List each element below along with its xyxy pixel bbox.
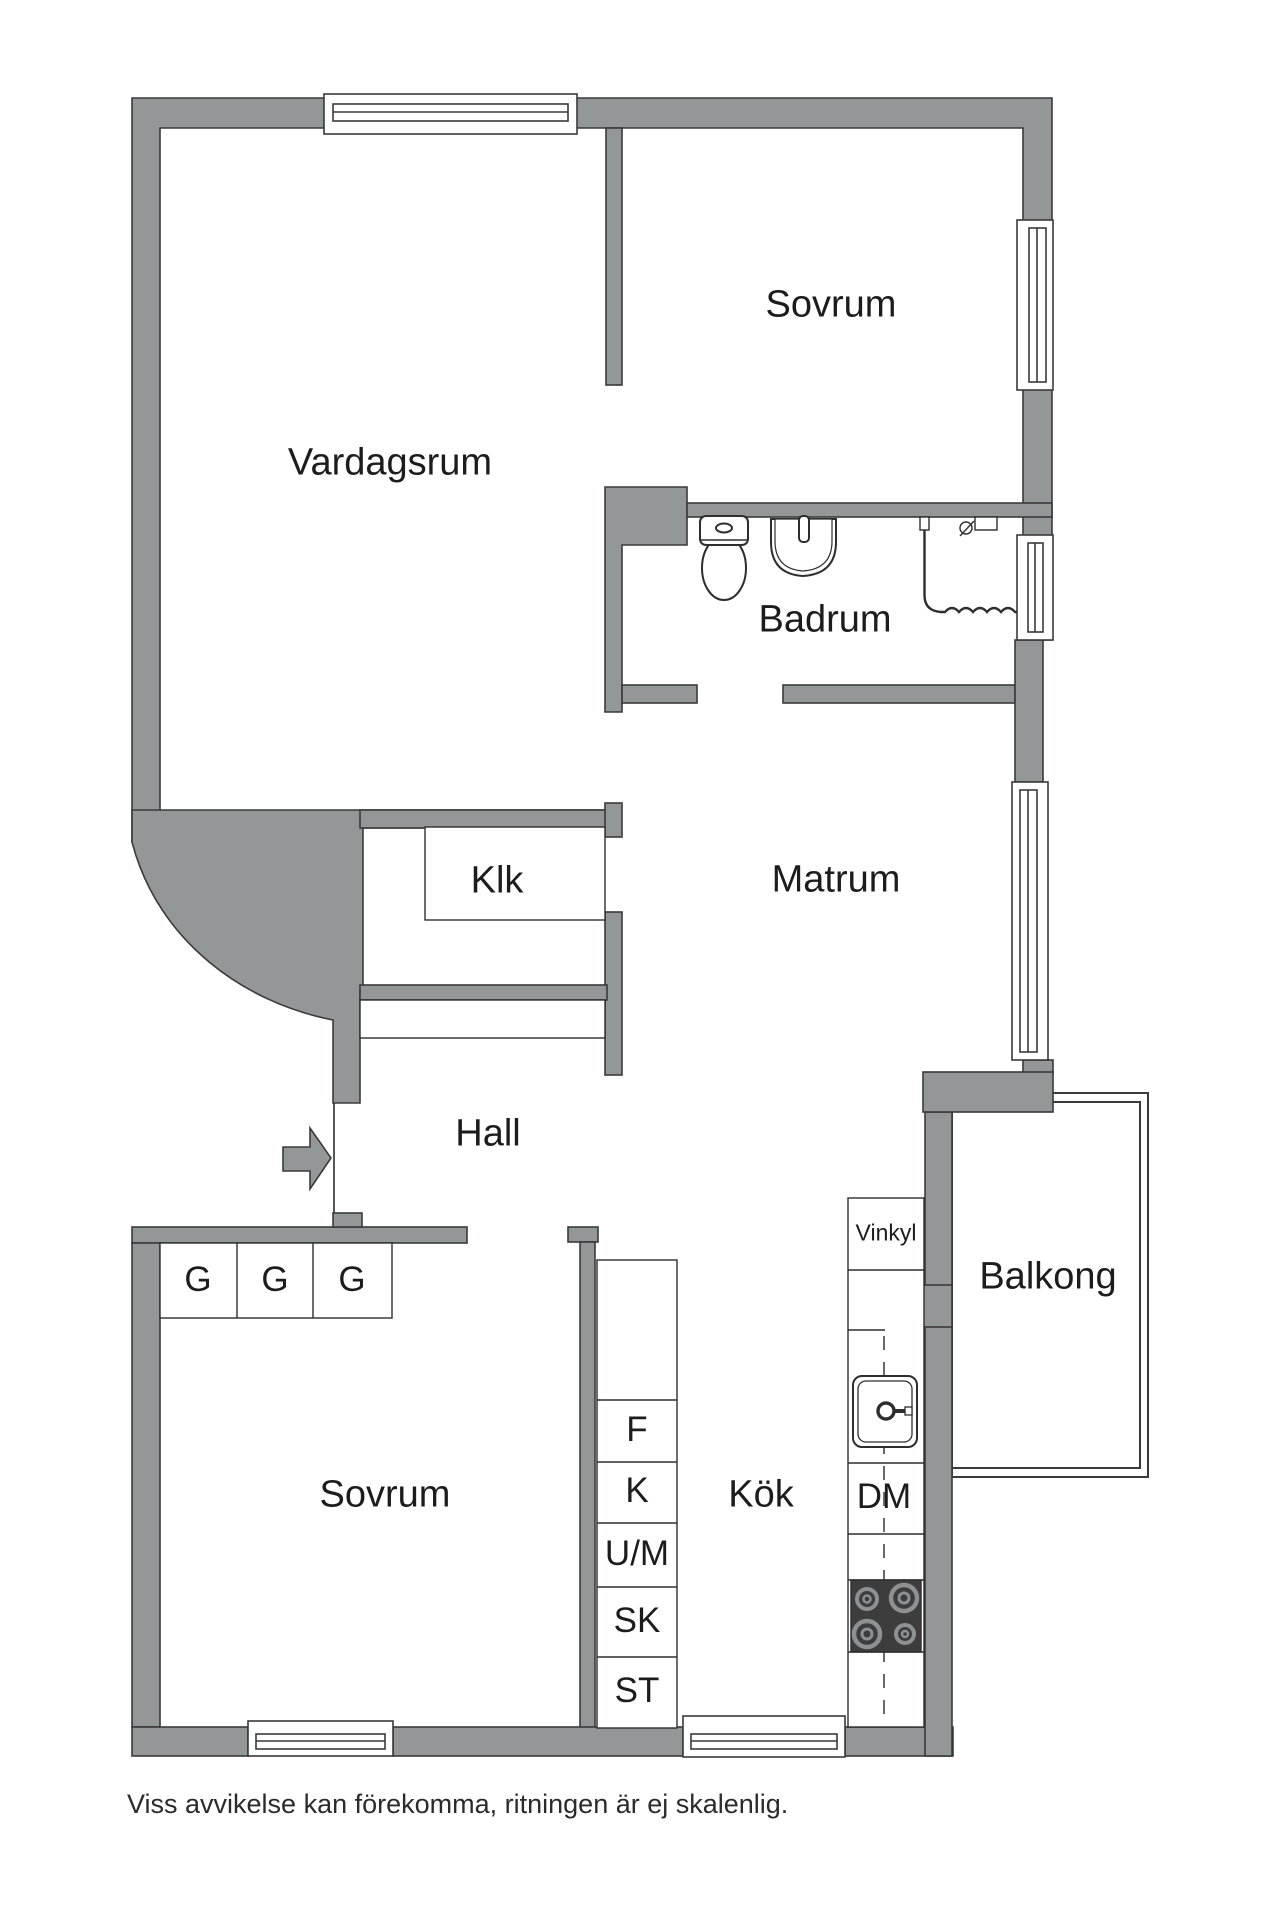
window-icon: [1016, 219, 1054, 391]
klk-shelf: [424, 826, 606, 921]
disclaimer-text: Viss avvikelse kan förekomma, ritningen …: [127, 1789, 789, 1819]
entrance-arrow-icon: [282, 1125, 332, 1192]
kitchen-sink-icon: [852, 1375, 918, 1448]
shower-icon: [919, 516, 998, 537]
room-label-vardagsrum: Vardagsrum: [287, 441, 493, 484]
window-icon: [323, 93, 578, 135]
balcony-door-icon: [1011, 781, 1049, 1061]
wardrobe-boxes: [159, 1242, 393, 1319]
walls: [131, 97, 1054, 1757]
room-label-klk: Klk: [470, 859, 524, 902]
balcony-outline: [951, 1092, 1149, 1478]
shower-curtain-icon: [923, 530, 1017, 614]
label-dm: DM: [856, 1477, 912, 1516]
room-label-sovrum-top: Sovrum: [765, 283, 897, 326]
stove-icon: [850, 1579, 922, 1653]
label-appliance-k: K: [625, 1471, 649, 1510]
window-icon: [682, 1715, 846, 1758]
label-wardrobe-g1: G: [184, 1260, 212, 1299]
hall-closet: [359, 999, 606, 1039]
room-label-hall: Hall: [455, 1112, 521, 1155]
room-label-sovrum-bottom: Sovrum: [319, 1473, 451, 1516]
label-appliance-sk: SK: [613, 1601, 661, 1640]
label-appliance-f: F: [626, 1410, 648, 1449]
label-appliance-um: U/M: [604, 1534, 670, 1573]
room-label-matrum: Matrum: [771, 858, 901, 901]
room-label-kok: Kök: [728, 1473, 794, 1516]
label-wardrobe-g2: G: [261, 1260, 289, 1299]
bathroom-sink-icon: [770, 515, 837, 578]
appliance-column: [596, 1259, 678, 1729]
window-icon: [1016, 534, 1054, 641]
room-label-balkong: Balkong: [979, 1255, 1117, 1298]
window-icon: [247, 1720, 394, 1757]
room-label-badrum: Badrum: [758, 598, 892, 641]
label-appliance-st: ST: [614, 1671, 660, 1710]
toilet-icon: [699, 515, 749, 601]
label-wardrobe-g3: G: [338, 1260, 366, 1299]
windows: [247, 93, 1054, 1758]
label-vinkyl: Vinkyl: [855, 1219, 917, 1246]
